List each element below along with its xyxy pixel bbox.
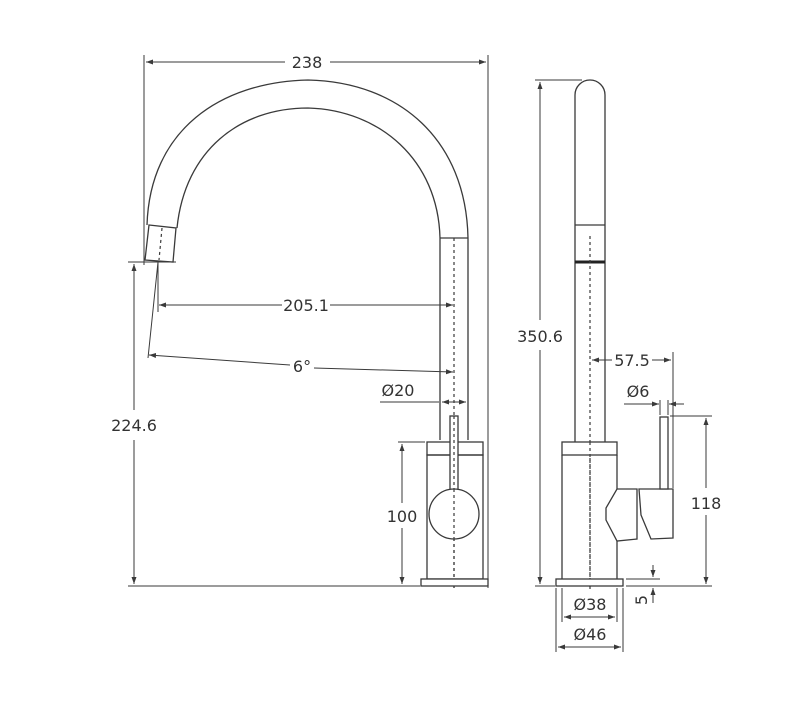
side-handle-boss (605, 488, 638, 542)
label-overall-height: 350.6 (517, 327, 563, 346)
label-spout-reach: 205.1 (283, 296, 329, 315)
dim-angle-right (313, 367, 454, 375)
label-overall-width: 238 (292, 53, 323, 72)
label-body-height: 100 (387, 507, 418, 526)
label-base-thickness: 5 (632, 595, 651, 605)
label-base-diameter: Ø46 (574, 625, 607, 644)
label-spout-diameter: Ø20 (382, 381, 415, 400)
base-plate (420, 578, 489, 587)
side-view: 350.6 57.5 Ø6 118 5 Ø38 Ø46 (517, 79, 722, 652)
side-handle-lever-base (638, 488, 674, 540)
label-body-diameter: Ø38 (574, 595, 607, 614)
label-spout-angle: 6° (293, 357, 311, 376)
side-base-plate (555, 578, 624, 587)
side-spout-tube (574, 79, 606, 442)
label-handle-offset: 57.5 (614, 351, 650, 370)
angle-ref-line (147, 261, 159, 359)
spout-outer-edge (146, 79, 469, 440)
label-handle-height: 118 (691, 494, 722, 513)
dim-angle-left (148, 353, 291, 366)
aerator-tip (144, 224, 177, 263)
side-handle-lever (659, 416, 669, 490)
spout-inner-edge (176, 107, 441, 440)
front-view: 238 205.1 6° Ø20 224.6 100 (111, 53, 489, 588)
label-spout-height: 224.6 (111, 416, 157, 435)
label-handle-diameter: Ø6 (627, 382, 650, 401)
aerator-centerline (158, 227, 163, 261)
